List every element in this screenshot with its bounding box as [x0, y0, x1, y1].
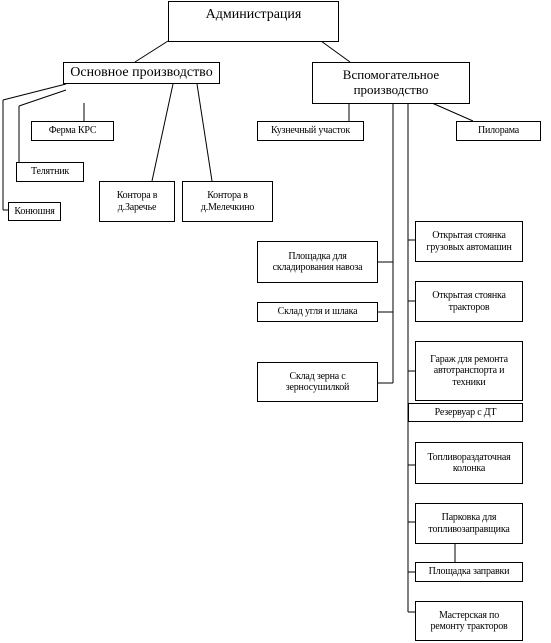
- node-parkovka-label: Парковка для топливозаправщика: [428, 512, 510, 535]
- node-stoyanka-traktorov: Открытая стоянка тракторов: [415, 281, 523, 322]
- connector-main-konyushnya: [2, 83, 67, 101]
- node-admin: Администрация: [168, 1, 339, 42]
- node-konyushnya-label: Конюшня: [14, 205, 55, 217]
- node-pilorama: Пилорама: [456, 121, 541, 141]
- node-ferma-krs-label: Ферма КРС: [48, 125, 97, 137]
- node-rezervuar-label: Резервуар с ДТ: [434, 406, 497, 418]
- connector-aux-pilorama: [431, 102, 474, 122]
- node-sklad-zerna-label: Склад зерна с зерносушилкой: [285, 370, 350, 394]
- node-masterskaya-label: Мастерская по ремонту тракторов: [430, 609, 508, 633]
- node-telyatnik-label: Телятник: [30, 166, 70, 178]
- node-kontora-zarechye: Контора в д.Заречье: [99, 181, 175, 222]
- node-auxiliary-production: Вспомогательное производство: [312, 62, 470, 104]
- connector-main-melechkino: [196, 83, 213, 182]
- node-sklad-zerna: Склад зерна с зерносушилкой: [257, 362, 378, 402]
- node-sklad-uglya: Склад угля и шлака: [257, 302, 378, 322]
- connector-admin-main: [134, 40, 169, 63]
- node-sklad-uglya-label: Склад угля и шлака: [277, 306, 358, 318]
- node-toplivorazdatochnaya-label: Топливораздаточная колонка: [427, 451, 511, 475]
- node-ploshchadka-zapravki-label: Площадка заправки: [428, 566, 510, 578]
- connector-admin-aux: [320, 40, 351, 63]
- node-garazh: Гараж для ремонта автотранспорта и техни…: [415, 341, 523, 401]
- node-kuznechny: Кузнечный участок: [257, 121, 364, 141]
- node-parkovka: Парковка для топливозаправщика: [415, 503, 523, 544]
- node-kuznechny-label: Кузнечный участок: [271, 125, 350, 137]
- node-main-production-label: Основное производство: [70, 64, 213, 80]
- node-ploshchadka-navoza: Площадка для складирования навоза: [257, 241, 378, 283]
- node-stoyanka-gruzovyh: Открытая стоянка грузовых автомашин: [415, 221, 523, 262]
- node-kontora-melechkino: Контора в д.Мелечкино: [182, 181, 273, 222]
- connector-main-zarechye: [151, 83, 174, 182]
- node-ploshchadka-navoza-label: Площадка для складирования навоза: [272, 250, 363, 274]
- node-ferma-krs: Ферма КРС: [31, 121, 114, 141]
- node-stoyanka-traktorov-label: Открытая стоянка тракторов: [432, 290, 506, 313]
- node-main-production: Основное производство: [63, 62, 220, 84]
- node-ploshchadka-zapravki: Площадка заправки: [415, 562, 523, 582]
- node-toplivorazdatochnaya: Топливораздаточная колонка: [415, 442, 523, 484]
- node-kontora-melechkino-label: Контора в д.Мелечкино: [200, 190, 255, 213]
- node-telyatnik: Телятник: [16, 162, 84, 182]
- connector-main-telyatnik: [18, 89, 67, 107]
- node-auxiliary-production-label: Вспомогательное производство: [342, 67, 440, 97]
- node-kontora-zarechye-label: Контора в д.Заречье: [116, 190, 158, 213]
- node-konyushnya: Конюшня: [8, 202, 61, 221]
- node-masterskaya: Мастерская по ремонту тракторов: [415, 601, 523, 641]
- node-admin-label: Администрация: [205, 7, 302, 22]
- node-garazh-label: Гараж для ремонта автотранспорта и техни…: [430, 353, 508, 388]
- node-pilorama-label: Пилорама: [477, 125, 520, 137]
- node-rezervuar: Резервуар с ДТ: [408, 403, 523, 422]
- node-stoyanka-gruzovyh-label: Открытая стоянка грузовых автомашин: [426, 230, 512, 253]
